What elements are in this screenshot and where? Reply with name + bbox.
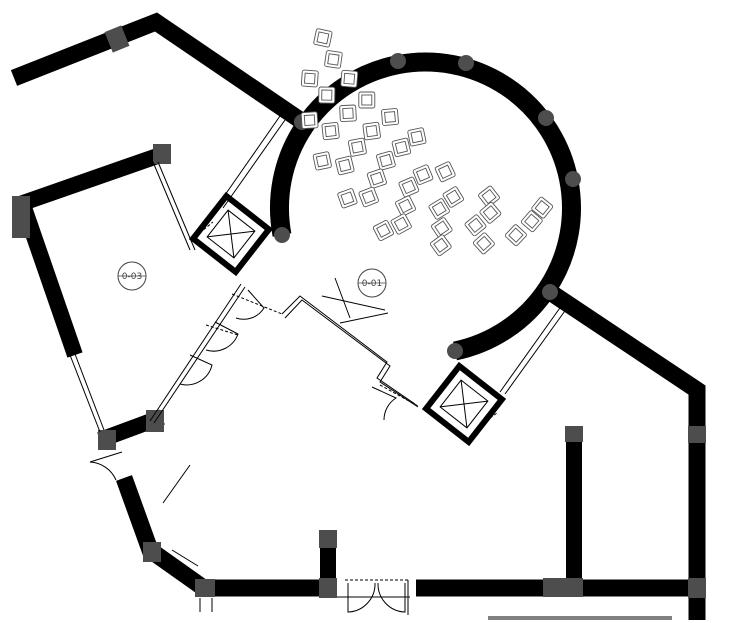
wall-north-west <box>10 12 305 128</box>
wall-east <box>545 284 706 620</box>
wall-room-003-north <box>17 145 169 212</box>
room-label: 0-01 <box>362 279 382 289</box>
wall-south-west <box>116 475 210 596</box>
seat <box>300 111 319 130</box>
seat <box>434 161 456 183</box>
seat <box>412 164 434 185</box>
column <box>565 426 583 442</box>
seat <box>464 214 487 237</box>
seat <box>531 196 554 219</box>
column <box>543 578 583 597</box>
seat <box>381 108 399 126</box>
seat <box>429 234 452 257</box>
elevator-shaft-upper <box>188 191 274 277</box>
seat <box>376 150 396 171</box>
seat <box>347 137 367 157</box>
seat <box>324 50 343 69</box>
seat <box>318 86 336 104</box>
column <box>98 430 116 450</box>
seat <box>358 91 376 109</box>
seat <box>313 28 333 48</box>
room-label: 0-03 <box>122 272 142 282</box>
seat <box>366 168 387 189</box>
seat <box>335 155 355 176</box>
thin-partitions <box>69 115 672 620</box>
projection-lines <box>321 277 389 324</box>
column <box>458 55 474 71</box>
seat <box>428 198 450 220</box>
seat <box>340 69 359 88</box>
seat <box>407 127 427 147</box>
room-tag-003: 0-03 <box>117 261 147 291</box>
seat <box>472 232 495 255</box>
column <box>538 110 554 126</box>
column <box>143 542 161 562</box>
seat <box>442 186 464 208</box>
seat <box>520 210 543 233</box>
seat <box>478 185 500 208</box>
walls <box>10 12 706 620</box>
seat <box>339 104 357 123</box>
column <box>274 227 290 243</box>
column <box>12 196 30 238</box>
seat <box>504 224 527 247</box>
seat <box>321 122 340 141</box>
seat <box>358 186 379 208</box>
auditorium-seating <box>300 28 554 257</box>
doors <box>89 221 498 613</box>
room-tag-001: 0-01 <box>357 268 387 298</box>
column <box>195 579 215 597</box>
seat <box>479 201 502 224</box>
elevator-shaft-lower <box>421 361 507 447</box>
column <box>104 25 130 53</box>
column <box>447 343 463 359</box>
column <box>153 144 171 164</box>
seat <box>395 195 416 217</box>
seat <box>372 219 394 242</box>
seat <box>391 137 412 158</box>
column <box>542 284 558 300</box>
columns <box>12 25 706 598</box>
seat <box>431 217 453 239</box>
seat <box>337 188 358 209</box>
column <box>565 171 581 187</box>
column <box>688 578 706 598</box>
column <box>319 530 337 548</box>
seat <box>362 121 381 141</box>
seat <box>312 151 332 171</box>
seat <box>300 69 319 88</box>
seat <box>398 176 420 198</box>
column <box>390 53 406 69</box>
wall-auditorium-round <box>270 52 581 361</box>
seat <box>390 213 412 235</box>
column <box>319 578 337 598</box>
column <box>688 426 706 443</box>
